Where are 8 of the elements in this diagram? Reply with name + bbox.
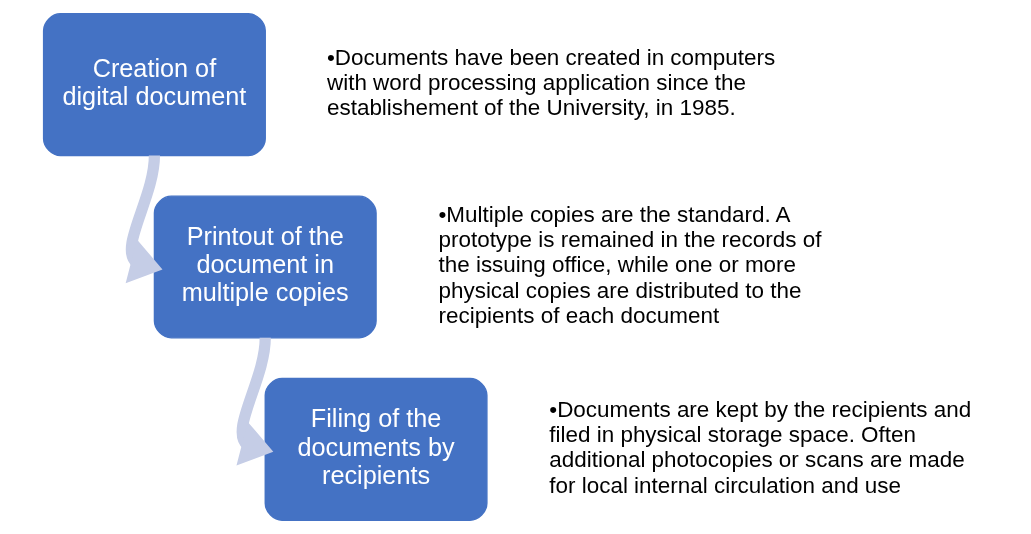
arrow <box>125 155 162 284</box>
node-box: Printout of the document in multiple copies <box>153 195 377 339</box>
arrow <box>235 337 273 466</box>
node-label: •Multiple copies are the standard. A prototype is remained in the records of the issuing office, while one or more physical copies are distributed to the recipients of each document <box>438 201 821 328</box>
node-box: Filing of the documents by recipients <box>264 377 488 521</box>
node-box: Creation of digital document <box>42 13 266 157</box>
node-label: •Documents are kept by the recipients and filed in physical storage space. Often additional photocopies or scans are made for local internal circulation and use <box>548 396 971 498</box>
node-label: •Documents have been created in computers with word processing application since the establishement of the University, in 1985. <box>326 44 775 121</box>
